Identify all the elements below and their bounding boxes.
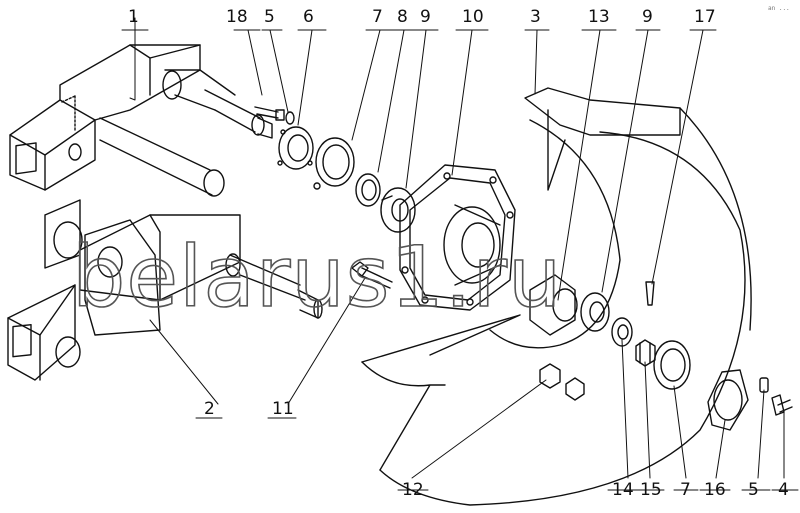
callout-15: 15 xyxy=(640,480,662,500)
part-17-pin xyxy=(645,281,655,306)
part-12-nuts xyxy=(539,363,585,401)
callout-5-lower: 5 xyxy=(748,480,759,500)
callout-labels: 1 18 5 6 7 8 9 10 3 13 9 17 2 11 12 14 1… xyxy=(128,7,789,500)
callout-12: 12 xyxy=(402,480,424,500)
part-4-bolt xyxy=(771,394,793,416)
watermark-text: belarus1.ru xyxy=(72,228,562,326)
callout-14: 14 xyxy=(612,480,634,500)
callout-9-lower: 9 xyxy=(642,7,653,27)
callout-7: 7 xyxy=(372,7,383,27)
part-16-cap xyxy=(707,369,749,431)
callout-11: 11 xyxy=(272,399,294,419)
part-8-ring xyxy=(355,173,381,207)
callout-6: 6 xyxy=(303,7,314,27)
part-7-gasket-upper xyxy=(313,137,355,190)
part-7-gasket-lower xyxy=(653,340,691,390)
part-1-upper-bracket xyxy=(9,44,273,197)
callout-9: 9 xyxy=(420,7,431,27)
callout-2: 2 xyxy=(204,399,215,419)
part-5-washer-upper xyxy=(285,111,295,125)
part-6-flange xyxy=(277,126,314,170)
part-18-bolt xyxy=(254,106,285,121)
part-11-bolt xyxy=(351,261,393,289)
leader-lines xyxy=(121,17,799,491)
part-10-hub xyxy=(399,164,516,311)
callout-4: 4 xyxy=(778,480,789,500)
callout-17: 17 xyxy=(694,7,716,27)
callout-13: 13 xyxy=(588,7,610,27)
callout-5: 5 xyxy=(264,7,275,27)
callout-1: 1 xyxy=(128,7,139,27)
part-2-lower-bracket xyxy=(7,199,323,381)
part-9-bearing-lower xyxy=(580,292,610,332)
corner-mark: an ... xyxy=(768,5,790,12)
part-13-spacer xyxy=(529,274,578,336)
callout-3: 3 xyxy=(530,7,541,27)
part-3-shroud xyxy=(361,87,752,506)
callout-10: 10 xyxy=(462,7,484,27)
callout-16: 16 xyxy=(704,480,726,500)
callout-7-lower: 7 xyxy=(680,480,691,500)
callout-8: 8 xyxy=(397,7,408,27)
callout-18: 18 xyxy=(226,7,248,27)
